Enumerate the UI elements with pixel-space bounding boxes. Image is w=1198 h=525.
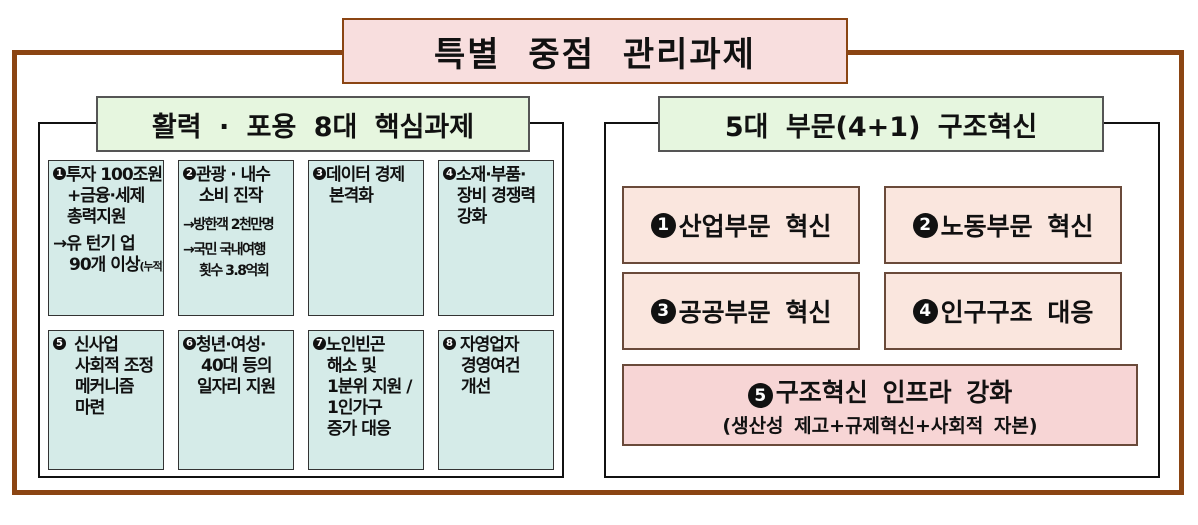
number-badge: 2 bbox=[912, 212, 938, 238]
task-text: 관광 · 내수 bbox=[196, 165, 271, 185]
sector-label: 노동부문 혁신 bbox=[940, 212, 1094, 241]
number-badge: 7 bbox=[313, 337, 326, 350]
number-badge: 4 bbox=[443, 167, 456, 180]
number-badge: 5 bbox=[747, 383, 773, 408]
task-text: 1분위 지원 / bbox=[327, 377, 412, 397]
sector-label: 산업부문 혁신 bbox=[678, 212, 832, 241]
number-badge: 6 bbox=[183, 337, 196, 350]
task-text: 데이터 경제 bbox=[326, 165, 405, 185]
structural-reform-title: 5대 부문(4+1) 구조혁신 bbox=[658, 96, 1104, 152]
task-text: 노인빈곤 bbox=[326, 335, 386, 355]
task-text: 본격화 bbox=[329, 186, 374, 206]
task-text: 마련 bbox=[75, 398, 105, 418]
number-badge: 3 bbox=[313, 167, 326, 180]
main-title: 특별 중점 관리과제 bbox=[342, 18, 848, 84]
number-badge: 1 bbox=[53, 167, 66, 180]
task-subtext-note: (누적) bbox=[139, 260, 164, 273]
infra-subtitle: (생산성 제고+규제혁신+사회적 자본) bbox=[722, 414, 1038, 437]
sector-public: 3 공공부문 혁신 bbox=[622, 272, 860, 350]
task-text: 일자리 지원 bbox=[197, 377, 276, 397]
task-text: 소비 진작 bbox=[199, 186, 263, 206]
core-tasks-title: 활력 · 포용 8대 핵심과제 bbox=[96, 96, 530, 152]
infra-label: 구조혁신 인프라 강화 bbox=[775, 377, 1013, 407]
task-text: 자영업자 bbox=[460, 335, 520, 355]
sector-demographics: 4 인구구조 대응 bbox=[884, 272, 1122, 350]
task-subtext: →유 턴기 업 bbox=[53, 234, 136, 254]
number-badge: 4 bbox=[912, 298, 938, 324]
task-text: 청년·여성· bbox=[196, 335, 266, 355]
sector-label: 공공부문 혁신 bbox=[678, 298, 832, 327]
number-badge: 5 bbox=[53, 337, 66, 350]
task-text: 투자 100조원 bbox=[66, 165, 163, 185]
number-badge: 2 bbox=[183, 167, 196, 180]
sector-label: 인구구조 대응 bbox=[940, 298, 1094, 327]
task-text: 강화 bbox=[457, 207, 487, 227]
task-subtext: →국민 국내여행 bbox=[183, 242, 266, 258]
sector-labor: 2 노동부문 혁신 bbox=[884, 186, 1122, 264]
task-subtext: 횟수 3.8억회 bbox=[199, 263, 270, 279]
task-text: 장비 경쟁력 bbox=[457, 186, 536, 206]
task-text: 증가 대응 bbox=[327, 419, 391, 439]
task-5-new-industry: 5 신사업 사회적 조정 메커니즘 마련 bbox=[48, 330, 164, 470]
task-text: 소재·부품· bbox=[456, 165, 526, 185]
task-text: 경영여건 bbox=[461, 356, 521, 376]
task-text: +금융·세제 bbox=[67, 186, 145, 206]
task-text: 1인가구 bbox=[327, 398, 383, 418]
task-8-self-employed: 8 자영업자 경영여건 개선 bbox=[438, 330, 554, 470]
number-badge: 1 bbox=[650, 212, 676, 238]
task-text: 신사업 bbox=[74, 335, 119, 355]
task-subtext: 90개 이상 bbox=[69, 255, 140, 275]
task-text: 총력지원 bbox=[67, 207, 127, 227]
task-text: 40대 등의 bbox=[201, 356, 273, 376]
sector-industry: 1 산업부문 혁신 bbox=[622, 186, 860, 264]
number-badge: 3 bbox=[650, 298, 676, 324]
task-subtext: →방한객 2천만명 bbox=[183, 217, 275, 233]
task-text: 사회적 조정 bbox=[75, 356, 154, 376]
task-text: 메커니즘 bbox=[75, 377, 135, 397]
number-badge: 8 bbox=[443, 337, 456, 350]
task-text: 해소 및 bbox=[327, 356, 377, 376]
task-text: 개선 bbox=[461, 377, 491, 397]
